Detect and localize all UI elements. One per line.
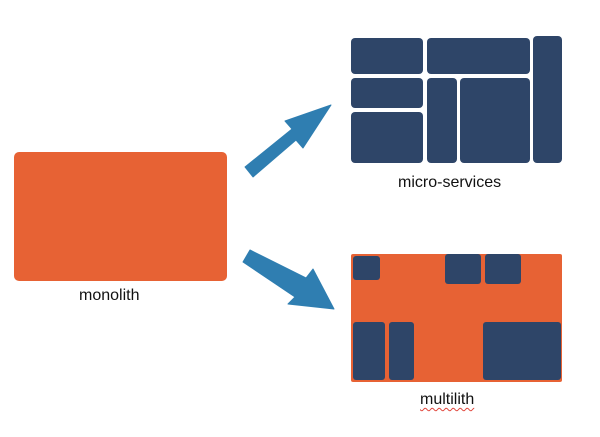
- service-block: [427, 78, 457, 163]
- multilith-service-block: [445, 254, 481, 284]
- arrow-to-multilith-icon: [242, 249, 335, 310]
- monolith-block: [14, 152, 227, 281]
- service-block: [351, 38, 423, 74]
- multilith-block: [351, 254, 562, 382]
- multilith-service-block: [353, 256, 380, 280]
- service-block: [351, 112, 423, 163]
- service-block: [351, 78, 423, 108]
- multilith-service-block: [389, 322, 414, 380]
- service-block: [427, 38, 530, 74]
- multilith-service-block: [353, 322, 385, 380]
- service-block: [460, 78, 530, 163]
- micro-services-label: micro-services: [398, 174, 502, 191]
- multilith-service-block: [485, 254, 521, 284]
- service-block: [533, 36, 562, 163]
- multilith-service-block: [483, 322, 561, 380]
- micro-services-grid: [351, 36, 562, 163]
- arrow-to-micro-services-icon: [244, 104, 332, 178]
- monolith-label: monolith: [79, 287, 140, 304]
- multilith-label: multilith: [420, 391, 475, 408]
